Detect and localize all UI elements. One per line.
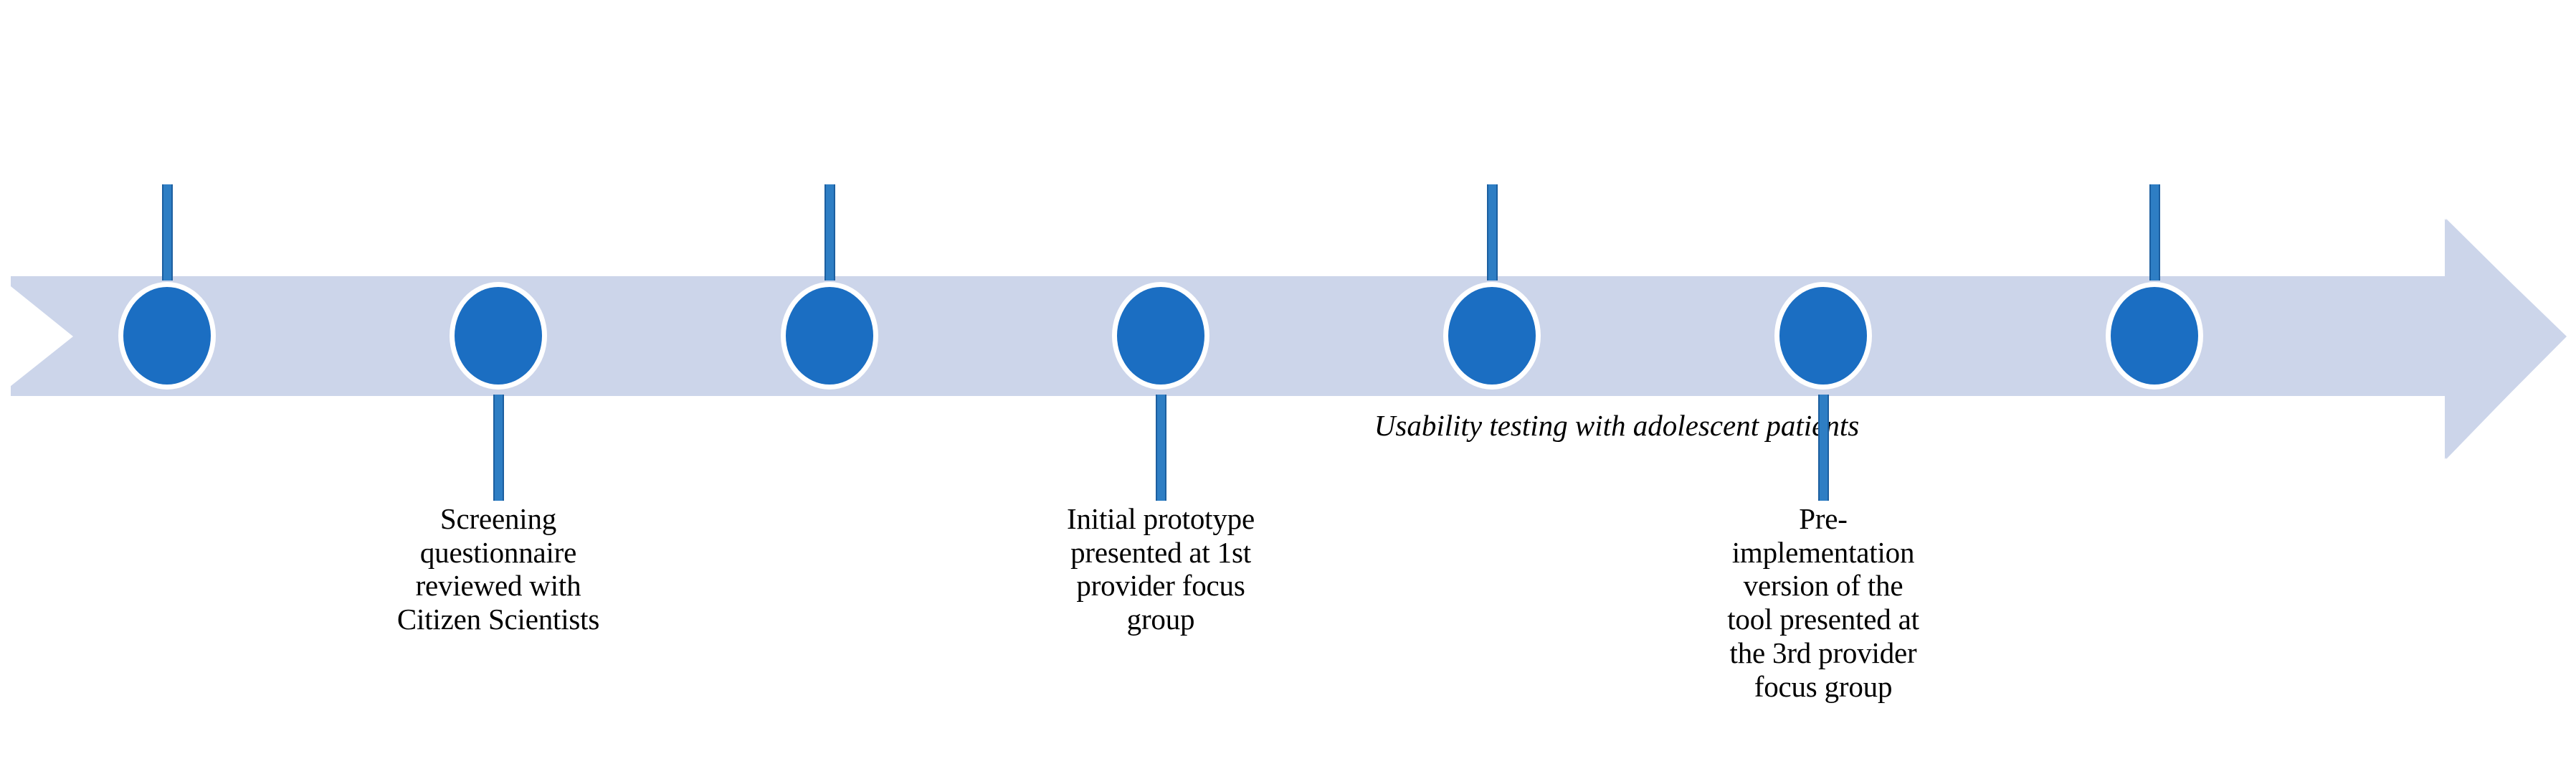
milestone-node-5[interactable] [1448,287,1536,385]
arrow-head [2445,219,2567,459]
milestone-node-1[interactable] [123,287,211,385]
milestone-label-6: Pre- implementation version of the tool … [1727,502,1919,703]
usability-testing-caption: Usability testing with adolescent patien… [1374,409,1860,442]
milestone-node-7[interactable] [2111,287,2198,385]
connector-line-7 [2149,184,2160,280]
connector-line-2 [493,395,504,501]
milestone-label-4: Initial prototype presented at 1st provi… [1067,502,1255,636]
milestone-node-4[interactable] [1117,287,1204,385]
connector-line-5 [1487,184,1498,280]
milestone-node-3[interactable] [786,287,873,385]
connector-line-1 [162,184,173,280]
milestone-node-6[interactable] [1779,287,1867,385]
connector-line-6 [1818,395,1829,501]
milestone-node-2[interactable] [455,287,542,385]
arrow-tail-notch [0,278,73,395]
connector-line-4 [1156,395,1166,501]
arrow-body [11,276,2448,396]
connector-line-3 [824,184,835,280]
milestone-label-2: Screening questionnaire reviewed with Ci… [396,502,600,636]
